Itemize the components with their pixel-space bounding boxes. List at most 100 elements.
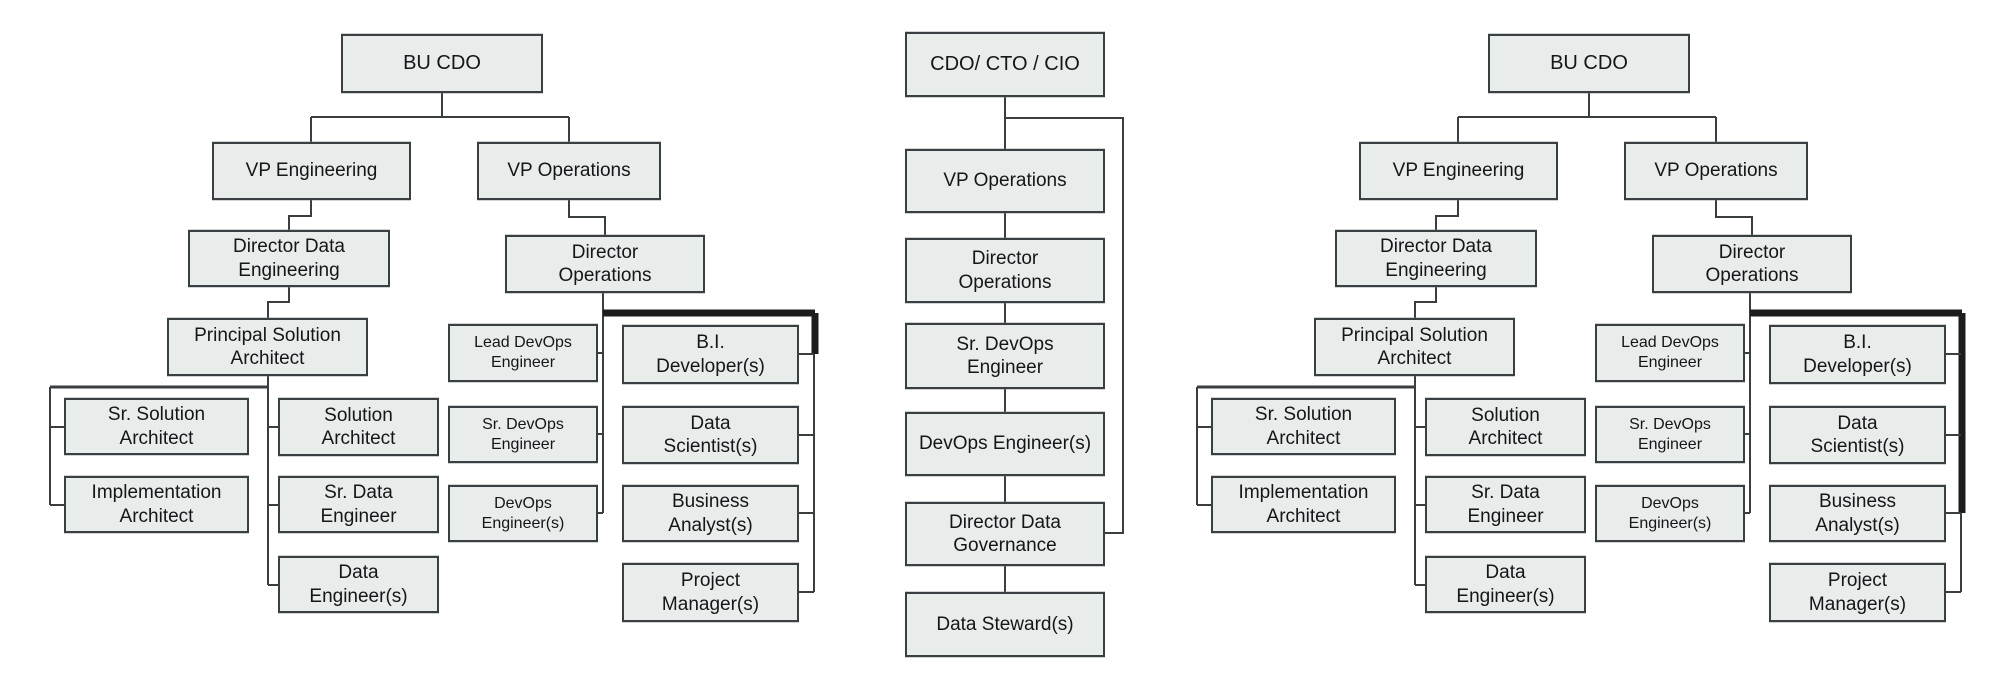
org-box-right-bu-cdo: BU CDO — [1488, 34, 1690, 93]
org-box-label-line: Engineer — [320, 505, 397, 527]
connector-line — [568, 200, 606, 235]
org-box-label-line: B.I. — [696, 332, 725, 354]
org-box-label-line: Director — [1718, 241, 1786, 263]
org-box-label-line: Architect — [1468, 428, 1543, 449]
org-box-label-line: DevOps — [1641, 494, 1699, 512]
org-box-label-line: Architect — [321, 428, 396, 449]
org-box-label-line: Solution — [1471, 404, 1540, 426]
connector-line — [267, 287, 290, 318]
org-box-right-vp-operations: VP Operations — [1624, 142, 1808, 200]
org-box-label-line: DevOps — [494, 494, 552, 512]
org-box-label-line: VP Operations — [507, 160, 631, 182]
org-box-label-line: Data — [690, 412, 731, 434]
org-box-label-line: Engineer(s) — [1628, 514, 1712, 532]
org-box-label-line: Engineer — [1467, 505, 1544, 527]
org-box-label-line: Sr. Solution — [1254, 404, 1353, 426]
org-box-label-line: Manager(s) — [661, 593, 760, 615]
org-box-label-line: Engineer — [966, 357, 1044, 378]
org-box-label-line: Lead DevOps — [1621, 334, 1719, 352]
org-box-label-line: Engineer(s) — [1456, 585, 1555, 607]
org-box-label-line: Project — [1827, 570, 1888, 592]
org-box-label-line: Data Steward(s) — [936, 613, 1074, 635]
org-box-label-line: BU CDO — [403, 52, 481, 75]
org-box-label-line: Engineer(s) — [309, 585, 408, 607]
org-box-label-line: Business — [671, 491, 750, 513]
org-box-label-line: VP Engineering — [1392, 160, 1525, 182]
org-box-label-line: Sr. DevOps — [1629, 415, 1711, 433]
org-box-left-vp-operations: VP Operations — [477, 142, 661, 200]
org-box-left-bi-developers: B.I.Developer(s) — [622, 325, 799, 384]
org-box-label-line: Data — [1837, 412, 1878, 434]
org-box-label-line: CDO/ CTO / CIO — [930, 53, 1080, 76]
org-box-right-vp-engineering: VP Engineering — [1359, 142, 1558, 200]
org-box-label-line: Project — [680, 570, 741, 592]
org-box-label-line: VP Engineering — [245, 160, 378, 182]
org-box-label-line: Manager(s) — [1808, 593, 1907, 615]
org-box-label-line: Sr. DevOps — [482, 415, 564, 433]
org-box-right-bi-developers: B.I.Developer(s) — [1769, 325, 1946, 384]
org-box-label-line: VP Operations — [943, 170, 1067, 192]
org-box-middle-cdo-cto-cio: CDO/ CTO / CIO — [905, 32, 1105, 97]
org-box-label-line: Sr. Solution — [107, 404, 206, 426]
org-box-label-line: Lead DevOps — [474, 334, 572, 352]
connector-line — [1715, 200, 1753, 235]
org-box-label-line: BU CDO — [1550, 52, 1628, 75]
org-box-label-line: Sr. Data — [324, 482, 393, 504]
org-box-middle-vp-operations: VP Operations — [905, 149, 1105, 213]
org-box-label-line: Sr. DevOps — [956, 333, 1054, 355]
connector-line — [1005, 117, 1124, 534]
org-box-label-line: Architect — [1377, 348, 1452, 369]
org-box-label-line: Operations — [558, 265, 652, 286]
org-box-label-line: Principal Solution — [194, 324, 341, 346]
org-box-label-line: Analyst(s) — [668, 514, 753, 536]
connector-line — [1435, 200, 1459, 230]
org-box-label-line: Analyst(s) — [1815, 514, 1900, 536]
org-box-label-line: Engineering — [1385, 259, 1487, 281]
org-box-label-line: Engineer — [1637, 354, 1703, 371]
org-box-label-line: Implementation — [1238, 482, 1369, 504]
org-box-label-line: Operations — [958, 271, 1052, 293]
org-box-middle-devops-engineers: DevOps Engineer(s) — [905, 412, 1105, 476]
org-box-label-line: Data — [1485, 562, 1526, 584]
org-box-label-line: B.I. — [1843, 332, 1872, 354]
connector-line — [1414, 287, 1437, 318]
org-box-label-line: Data — [338, 562, 379, 584]
org-box-label-line: Solution — [324, 404, 393, 426]
org-box-label-line: Architect — [1266, 505, 1341, 527]
org-box-label-line: Director Data — [949, 511, 1061, 533]
org-box-label-line: Engineer — [490, 435, 556, 453]
org-box-label-line: Engineer(s) — [481, 514, 565, 532]
org-box-label-line: Sr. Data — [1471, 482, 1540, 504]
org-box-label-line: Engineer — [1637, 435, 1703, 453]
org-box-label-line: Architect — [119, 505, 194, 527]
org-box-label-line: Principal Solution — [1341, 324, 1488, 346]
org-box-label-line: DevOps Engineer(s) — [918, 433, 1092, 455]
